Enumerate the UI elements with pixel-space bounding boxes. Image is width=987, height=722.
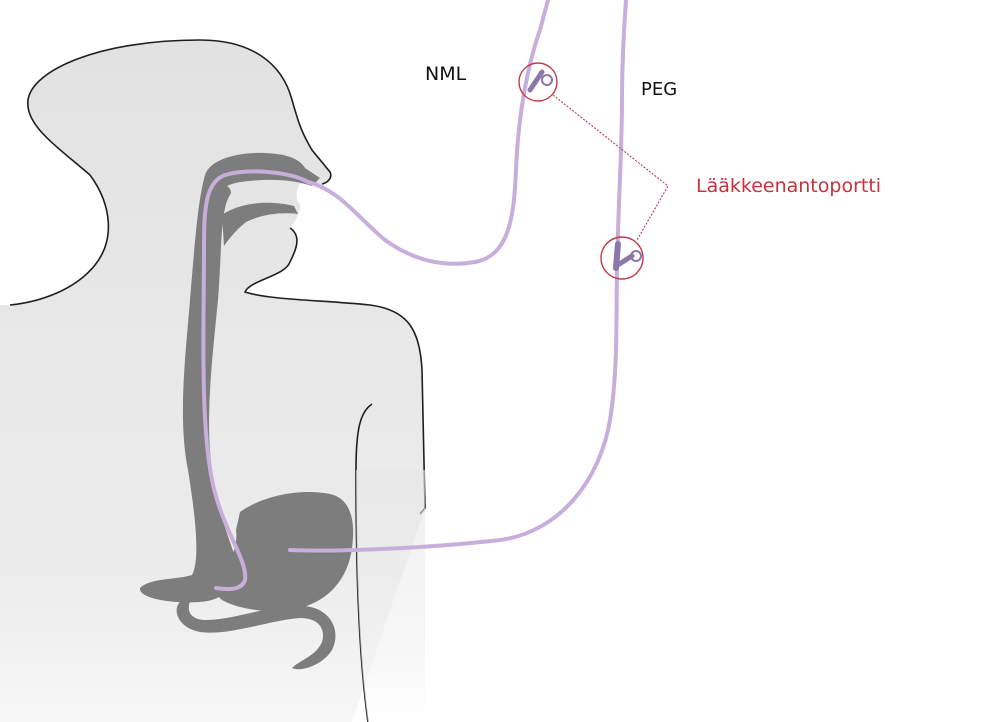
medication-port-label: Lääkkeenantoportti — [696, 175, 881, 197]
peg-label: PEG — [641, 79, 677, 100]
nml-tube-external — [308, 0, 548, 264]
peg-medication-port — [601, 237, 643, 279]
arm-shade — [356, 470, 425, 722]
nml-label: NML — [425, 63, 467, 85]
port-leader-lines — [553, 95, 668, 240]
